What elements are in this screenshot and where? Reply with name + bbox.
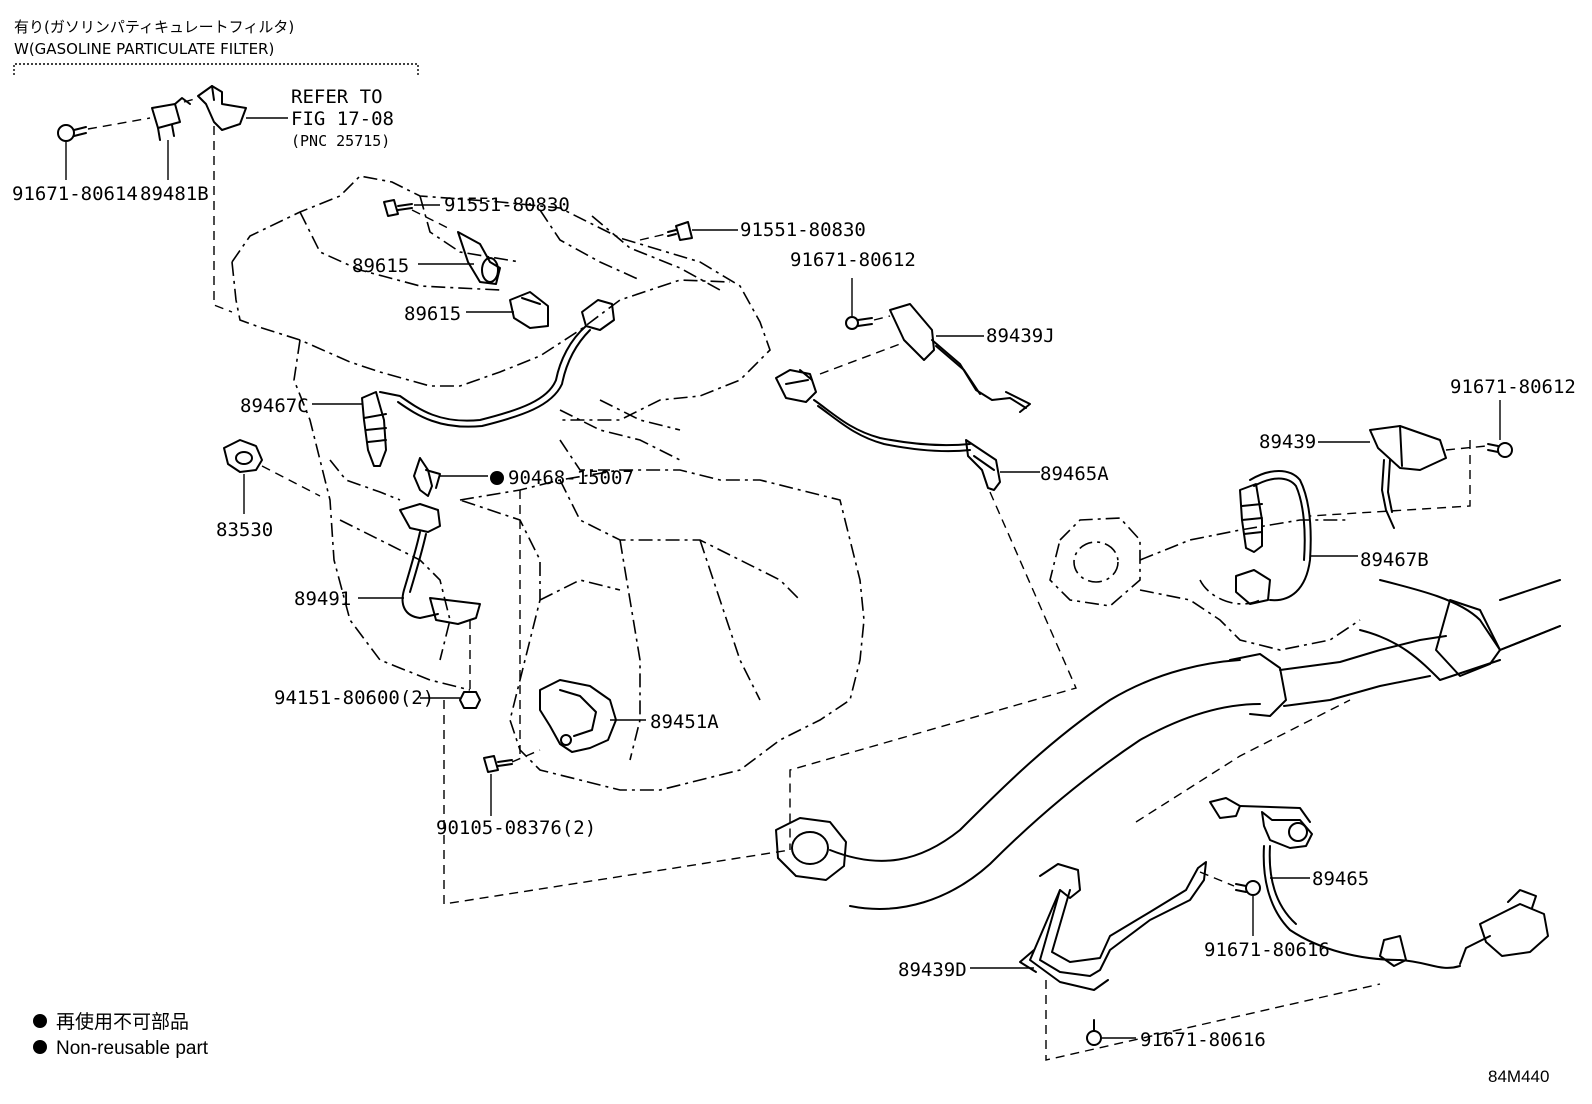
dashed-guide [443,700,791,905]
bolt-91551-80830-b-graphic [667,221,693,241]
label-91671-80612-b: 91671-80612 [1450,376,1576,398]
legend-japanese: 再使用不可部品 [56,1011,189,1033]
bolt-91671-80612-b-graphic [1487,442,1513,458]
refer-line-1: REFER TO [291,86,383,108]
dashed-leader [183,97,199,103]
label-89439J: 89439J [986,325,1055,347]
label-91551-80830-b: 91551-80830 [740,219,866,241]
bolt-91671-80614-graphic [57,124,87,142]
sensor-89491-graphic [399,503,481,625]
dashed-leader [87,117,151,130]
label-89465A: 89465A [1040,463,1109,485]
clip-90468-15007-graphic [413,457,441,497]
header-english: W(GASOLINE PARTICULATE FILTER) [14,40,274,58]
non-reusable-marker [490,471,504,485]
sensor-89615-b-graphic [509,291,549,329]
label-90468-15007: 90468-15007 [508,467,634,489]
sensor-89465A-graphic [775,369,1001,491]
dashed-leader [1445,445,1487,451]
label-90105-08376: 90105-08376(2) [436,817,596,839]
label-89491: 89491 [294,588,351,610]
label-89451A: 89451A [650,711,719,733]
header-bracket [13,63,419,75]
legend-english: Non-reusable part [56,1038,209,1059]
label-83530: 83530 [216,519,273,541]
refer-line-3: (PNC 25715) [291,132,390,150]
bolt-90105-08376-graphic [483,755,513,773]
label-89439: 89439 [1259,431,1316,453]
nut-94151-80600-graphic [459,691,481,709]
dashed-guide [1135,699,1351,823]
refer-line-2: FIG 17-08 [291,108,394,130]
dashed-guide [1309,440,1471,517]
dashed-leader [1199,871,1235,887]
label-89465: 89465 [1312,868,1369,890]
dashed-leader [411,209,453,231]
bracket-89439D-graphic [1019,861,1207,991]
bolt-91551-80830-a-graphic [383,199,413,217]
label-91671-80616-b: 91671-80616 [1140,1029,1266,1051]
bracket-89439-graphic [1369,425,1447,529]
engine-assembly-graphic [231,175,865,791]
dashed-leader [511,749,541,763]
sensor-89465-graphic [1209,797,1549,969]
legend-dot-1 [33,1014,47,1028]
label-89467B: 89467B [1360,549,1429,571]
label-94151-80600: 94151-80600(2) [274,687,434,709]
label-91671-80612-a: 91671-80612 [790,249,916,271]
bracket-graphic [197,85,247,131]
sensor-89467C-graphic [361,299,615,467]
bolt-91671-80616-b-graphic [1086,1019,1102,1046]
dashed-leader [873,315,891,321]
dashed-guide [1045,980,1381,1061]
label-91671-80616-a: 91671-80616 [1204,939,1330,961]
switch-89451A-graphic [539,679,617,753]
label-91671-80614: 91671-80614 [12,183,138,205]
dashed-leader [639,233,667,241]
dashed-leader [819,343,901,375]
label-91551-80830-a: 91551-80830 [444,194,570,216]
switch-83530-graphic [223,439,263,473]
label-89615-a: 89615 [352,255,409,277]
bolt-91671-80616-a-graphic [1235,880,1261,896]
label-89467C: 89467C [240,395,309,417]
header-japanese: 有り(ガソリンパティキュレートフィルタ) [14,18,294,36]
label-89615-b: 89615 [404,303,461,325]
sensor-89615-a-graphic [457,231,501,285]
dashed-guide [789,491,1077,850]
figure-code: 84M440 [1488,1067,1549,1086]
bolt-91671-80612-a-graphic [845,316,873,330]
label-89481B: 89481B [140,183,209,205]
exhaust-pipe-graphic [775,517,1561,910]
sensor-89467B-graphic [1235,470,1312,605]
legend-dot-2 [33,1040,47,1054]
bracket-89439J-graphic [889,303,1031,413]
sensor-89481B-graphic [151,97,191,141]
label-89439D: 89439D [898,959,967,981]
dashed-leader [213,126,233,313]
dashed-leader [261,465,321,497]
